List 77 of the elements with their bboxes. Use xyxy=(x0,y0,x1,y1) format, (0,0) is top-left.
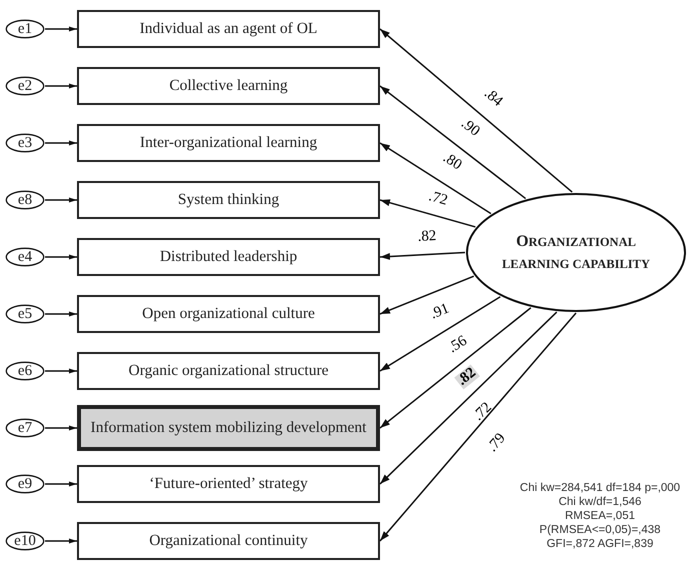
indicator-box xyxy=(77,405,380,451)
node-label: Inter-organizational learning xyxy=(140,134,318,152)
arrow xyxy=(45,538,77,544)
arrow xyxy=(380,307,532,429)
path-coefficient: .79 xyxy=(484,430,510,456)
path-coefficient: .90 xyxy=(457,116,483,140)
indicator-box xyxy=(77,181,380,219)
node-label: e6 xyxy=(18,362,32,380)
node-label: Distributed leadership xyxy=(160,248,298,266)
indicator-box xyxy=(77,465,380,503)
fit-statistics-text: Chi kw/df=1,546 xyxy=(558,496,642,508)
error-term-ellipse xyxy=(5,76,45,96)
error-term-ellipse xyxy=(5,133,45,153)
node-label: e5 xyxy=(18,306,32,322)
arrow xyxy=(380,85,526,200)
arrow xyxy=(380,28,573,193)
indicator-box xyxy=(77,522,380,560)
node-label: Collective learning xyxy=(169,77,288,95)
node-label: e7 xyxy=(18,420,32,436)
arrow xyxy=(45,482,77,486)
indicator-box xyxy=(77,124,380,162)
fit-statistics-text: RMSEA=,051 xyxy=(565,510,635,522)
node-label: e3 xyxy=(18,134,32,152)
indicator-box xyxy=(77,10,380,48)
arrow xyxy=(45,26,77,32)
fit-statistics-text: P(RMSEA<=0,05)=,438 xyxy=(539,524,661,536)
arrow xyxy=(380,199,476,228)
path-coefficient: .82 xyxy=(454,364,480,390)
error-term-ellipse xyxy=(5,247,45,267)
error-term-ellipse xyxy=(5,474,45,494)
node-label: Individual as an agent of OL xyxy=(140,20,318,38)
node-label: System thinking xyxy=(178,191,280,209)
node-label: e4 xyxy=(18,248,32,266)
latent-variable-ellipse xyxy=(465,192,687,313)
error-term-ellipse xyxy=(5,531,45,551)
node-label: Information system mobilizing development xyxy=(90,419,366,437)
node-label: Open organizational culture xyxy=(142,305,315,323)
path-coefficient: .91 xyxy=(428,301,452,323)
node-label: Organizational continuity xyxy=(149,532,308,550)
fit-statistics-text: GFI=,872 AGFI=,839 xyxy=(546,538,654,550)
arrow xyxy=(380,142,492,214)
path-coefficient: .72 xyxy=(470,399,496,425)
error-term-ellipse xyxy=(5,304,45,324)
node-label: e10 xyxy=(14,532,36,550)
error-term-ellipse xyxy=(5,418,45,438)
arrow xyxy=(45,84,77,88)
path-coefficient: .56 xyxy=(445,333,471,357)
arrow xyxy=(45,198,77,202)
arrow xyxy=(380,252,466,260)
path-coefficient: .80 xyxy=(439,150,465,174)
arrow xyxy=(380,275,474,315)
arrow xyxy=(45,254,77,260)
arrow xyxy=(379,312,558,485)
arrow xyxy=(45,368,77,374)
fit-statistics-text: Chi kw=284,541 df=184 p=,000 xyxy=(520,482,680,494)
node-label: e2 xyxy=(18,78,32,94)
node-label: Organic organizational structure xyxy=(128,362,328,380)
node-label: e9 xyxy=(18,476,32,492)
node-label: e1 xyxy=(18,20,32,38)
indicator-box xyxy=(77,295,380,333)
path-coefficient: .82 xyxy=(416,228,438,246)
arrow xyxy=(380,296,501,372)
indicator-box xyxy=(77,238,380,276)
node-label: e8 xyxy=(18,192,32,208)
arrow xyxy=(45,312,77,316)
indicator-box xyxy=(77,67,380,105)
arrow xyxy=(379,312,577,542)
path-coefficient: .72 xyxy=(426,188,450,210)
indicator-box xyxy=(77,352,380,390)
path-coefficient: .84 xyxy=(480,86,506,110)
node-label: ‘Future-oriented’ strategy xyxy=(149,475,308,493)
node-label: ORGANIZATIONAL LEARNING CAPABILITY xyxy=(500,232,652,274)
error-term-ellipse xyxy=(5,19,45,39)
arrow xyxy=(45,140,77,146)
error-term-ellipse xyxy=(5,190,45,210)
error-term-ellipse xyxy=(5,361,45,381)
arrow xyxy=(45,426,77,430)
